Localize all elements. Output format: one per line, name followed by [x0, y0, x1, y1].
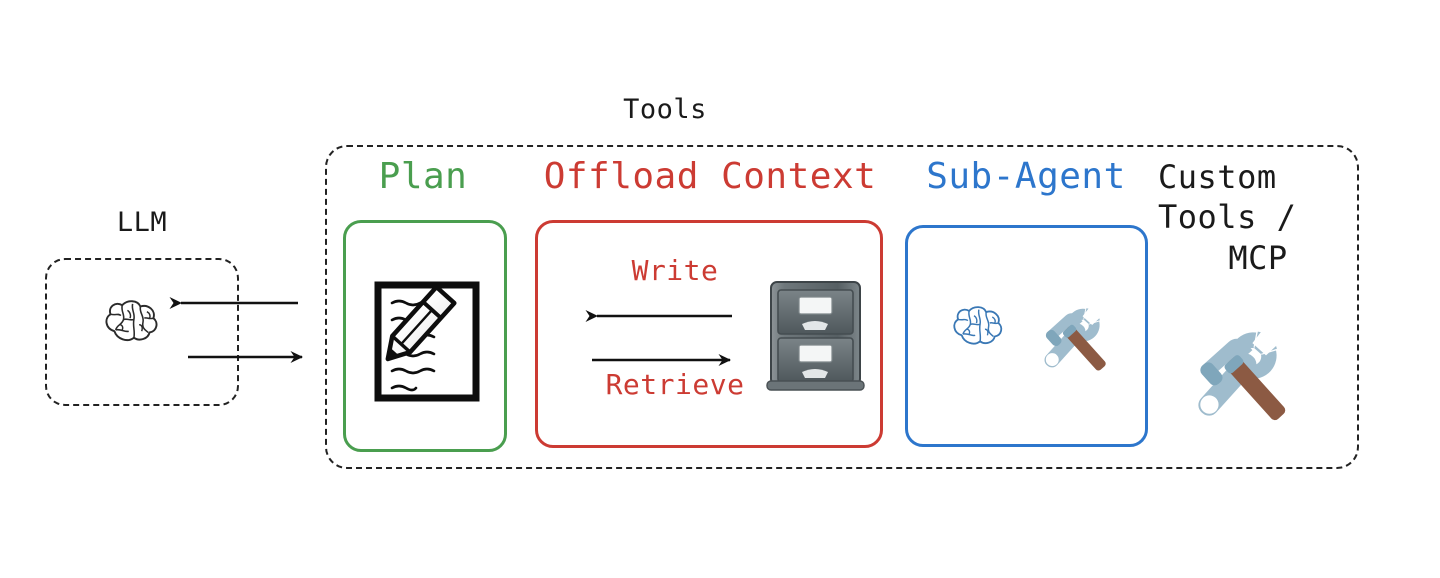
sub-agent-tool-box — [905, 225, 1148, 447]
custom-tools-line-2: Tools / — [1158, 198, 1297, 237]
offload-context-tool-box — [535, 220, 883, 448]
llm-dashed-container — [45, 258, 239, 406]
tools-group-title: Tools — [623, 94, 707, 125]
plan-tool-box — [343, 220, 507, 452]
llm-label: LLM — [116, 207, 168, 238]
custom-tools-line-3: MCP — [1228, 238, 1288, 277]
custom-tools-line-1: Custom — [1158, 158, 1277, 196]
sub-agent-tool-label: Sub-Agent — [926, 156, 1126, 197]
plan-tool-label: Plan — [378, 156, 468, 197]
offload-context-tool-label: Offload Context — [543, 156, 877, 197]
tools-dashed-container — [325, 145, 1359, 469]
retrieve-arrow-label: Retrieve — [605, 368, 745, 401]
write-arrow-label: Write — [631, 254, 719, 287]
